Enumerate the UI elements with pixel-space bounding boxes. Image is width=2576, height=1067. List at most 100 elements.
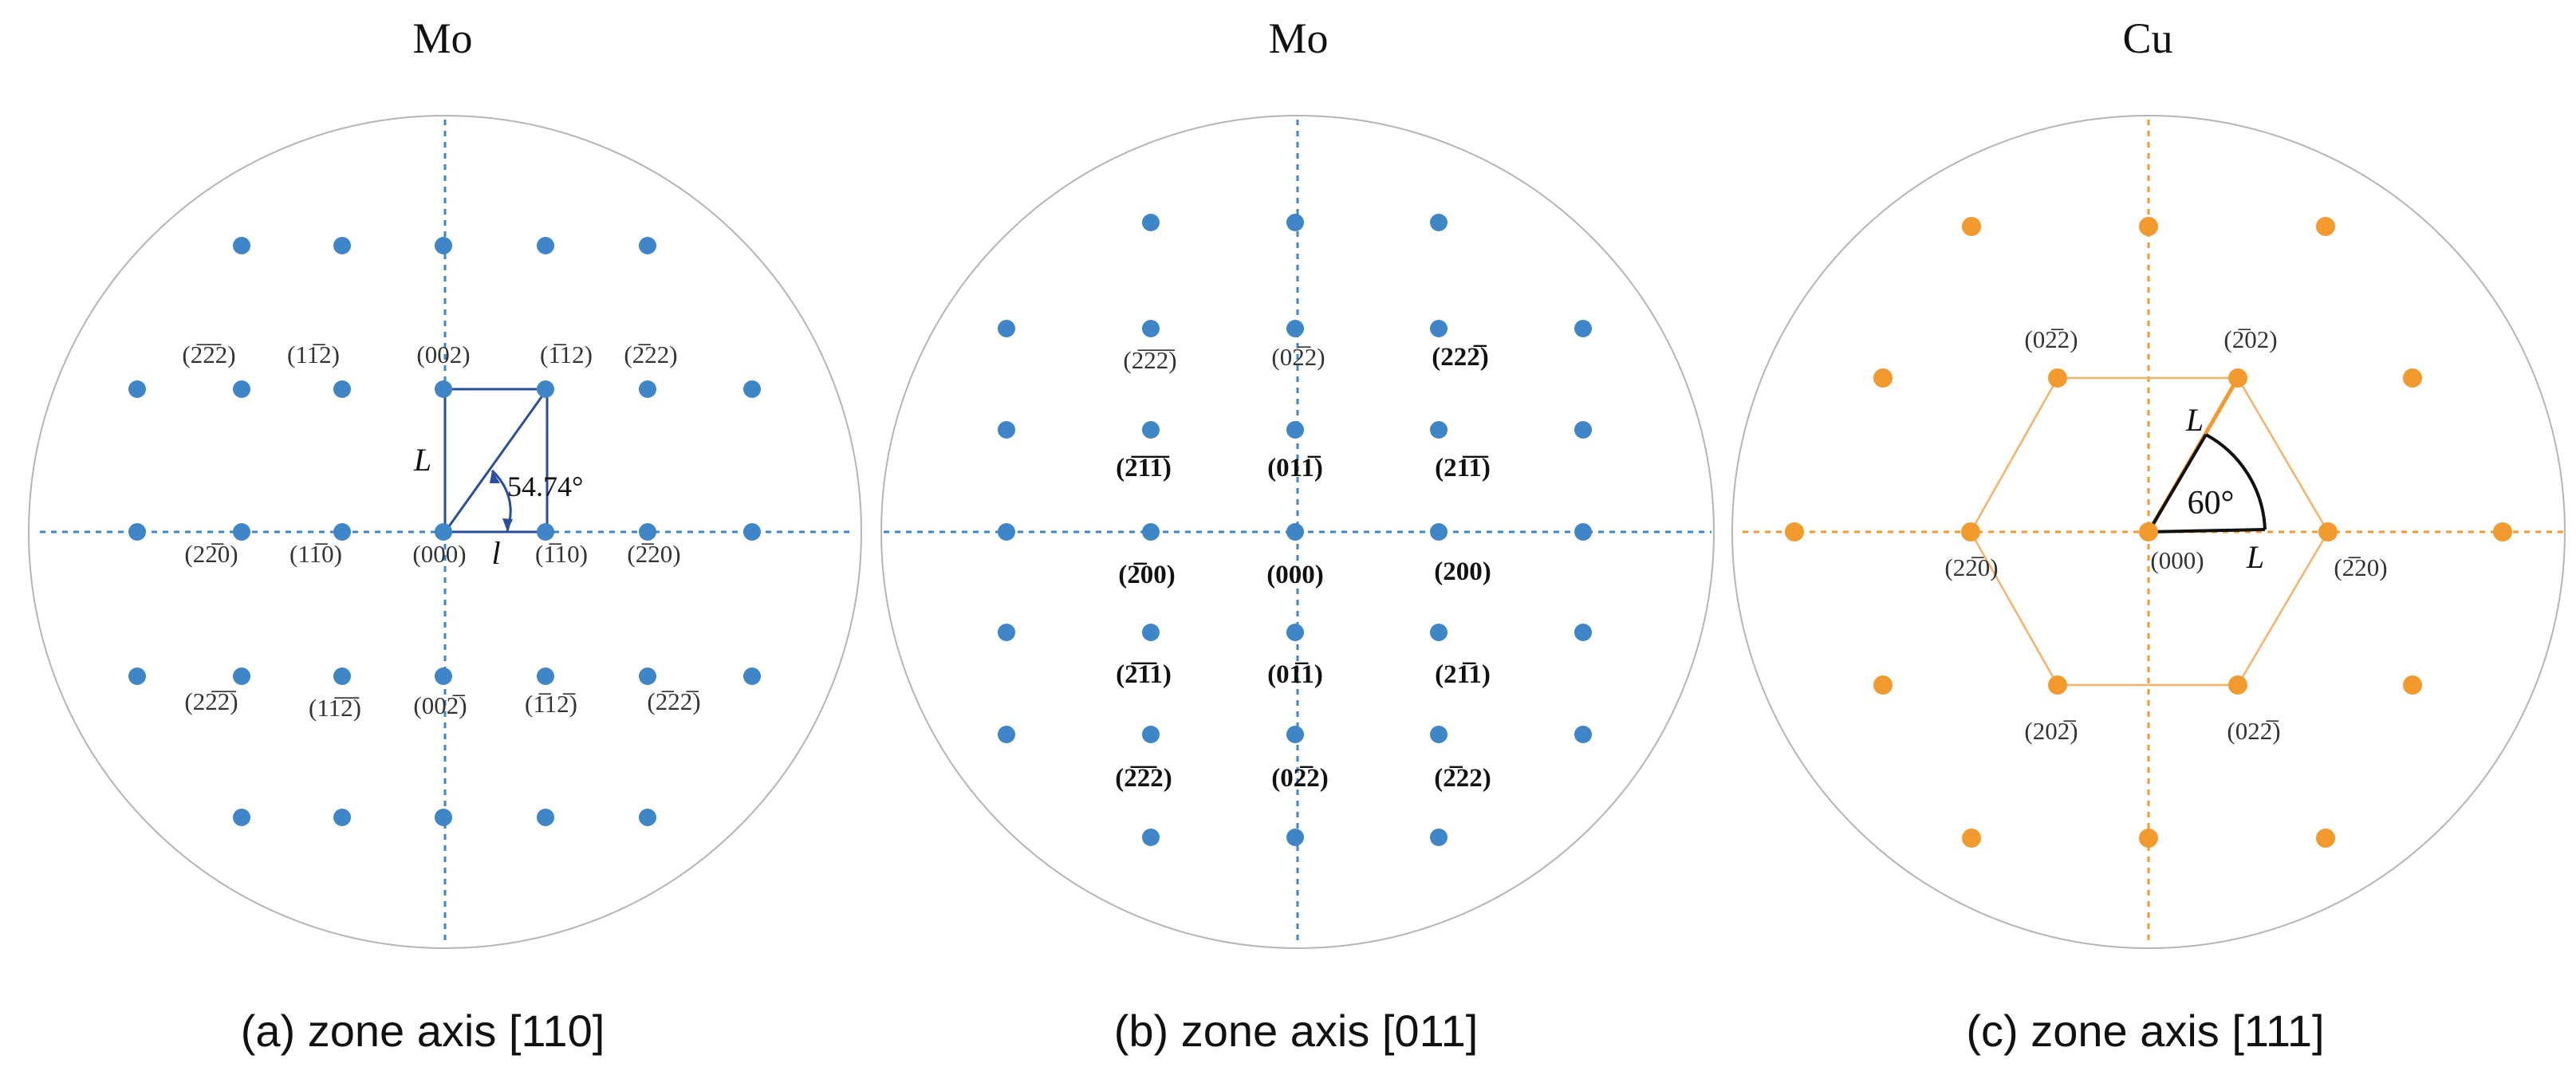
diffraction-spot xyxy=(998,320,1015,337)
panel-a-label: (000) xyxy=(412,540,466,568)
panel-b-label: (2̅2̅2̅) xyxy=(1123,346,1176,374)
diffraction-spot xyxy=(2493,522,2512,541)
diffraction-spot xyxy=(639,523,656,541)
diffraction-spot xyxy=(1142,214,1160,231)
panel-c-caption: (c) zone axis [111] xyxy=(1966,1006,2324,1056)
panel-b-label: (2̅1̅1) xyxy=(1116,660,1172,689)
panel-c-label: (022̅) xyxy=(2227,717,2280,745)
diffraction-spot xyxy=(1286,624,1304,641)
diffraction-spot xyxy=(2228,675,2247,695)
panel-a-L-label: L xyxy=(413,442,431,478)
panel-b: Mo (2̅2̅2̅) (02̅2) (222̅) (2̅1̅1̅) (011̅… xyxy=(880,14,1715,1056)
diffraction-spot xyxy=(1286,726,1304,743)
panel-a-label: (11̅2) xyxy=(287,341,340,368)
diffraction-spot xyxy=(233,523,250,541)
diffraction-spot xyxy=(233,380,250,398)
diffraction-spot xyxy=(537,523,554,541)
panel-a-label: (2̅20) xyxy=(627,540,680,568)
diffraction-spot xyxy=(1962,217,1981,236)
diffraction-spot xyxy=(743,380,761,398)
diffraction-spot xyxy=(1430,829,1448,846)
panel-b-label: (2̅2̅2) xyxy=(1115,764,1172,793)
panel-a: Mo (2̅2̅2) (11̅2) (002) (1̅12) (2̅22) (2… xyxy=(28,14,862,1056)
diffraction-spot xyxy=(1430,726,1448,743)
panel-a-label: (22̅2̅) xyxy=(184,687,238,715)
diffraction-spot xyxy=(743,523,761,541)
panel-a-label: (2̅22) xyxy=(624,341,677,368)
panel-a-label: (002) xyxy=(416,341,470,368)
panel-b-label: (21̅1̅) xyxy=(1435,454,1491,482)
diffraction-spot xyxy=(1430,523,1448,541)
panel-c-L2-label: L xyxy=(2246,539,2264,575)
diffraction-spot xyxy=(1286,829,1304,846)
panel-a-angle-label: 54.74° xyxy=(507,471,583,502)
diffraction-spot xyxy=(1430,214,1448,231)
panel-a-labels: (2̅2̅2) (11̅2) (002) (1̅12) (2̅22) (22̅0… xyxy=(182,341,700,722)
diffraction-spot xyxy=(128,523,146,541)
panel-a-spots xyxy=(128,237,761,826)
panel-b-label: (222̅) xyxy=(1432,343,1488,372)
diffraction-spot xyxy=(998,421,1015,439)
panel-a-arrow-head-top xyxy=(490,471,500,483)
diffraction-spot xyxy=(435,523,452,541)
diffraction-spot xyxy=(1574,421,1592,439)
diffraction-spot xyxy=(537,237,554,254)
diffraction-spot xyxy=(1286,320,1304,337)
diffraction-spot xyxy=(1574,726,1592,743)
panel-c: Cu (02̅2) (2̅02) (22̅0) (000) (2̅20) (20… xyxy=(1731,14,2566,1056)
diffraction-spot xyxy=(333,380,351,398)
panel-a-label: (1̅12) xyxy=(540,341,593,368)
diffraction-spot xyxy=(435,809,452,826)
panel-c-angle-label: 60° xyxy=(2188,485,2235,522)
panel-a-label: (2̅22̅) xyxy=(647,687,700,715)
panel-b-label: (01̅1) xyxy=(1267,660,1323,689)
panel-b-label: (011̅) xyxy=(1267,454,1323,482)
diffraction-spot xyxy=(435,237,452,254)
panel-c-label: (2̅02) xyxy=(2223,325,2277,353)
panel-c-title: Cu xyxy=(2122,14,2172,62)
diffraction-spot xyxy=(1962,829,1981,848)
diffraction-spot xyxy=(2139,217,2158,236)
panel-a-label: (1̅10) xyxy=(535,540,588,568)
panel-a-unit-cell xyxy=(443,388,549,534)
diffraction-spot xyxy=(1430,421,1448,439)
diffraction-spot xyxy=(2318,522,2338,541)
diffraction-spot xyxy=(998,523,1015,541)
panel-c-vector-L1 xyxy=(2147,433,2208,534)
diffraction-spot xyxy=(1142,726,1160,743)
panel-c-label: (02̅2) xyxy=(2024,325,2078,353)
diffraction-spot xyxy=(1286,214,1304,231)
panel-b-label: (2̅00) xyxy=(1118,561,1175,589)
diffraction-spot xyxy=(1430,320,1448,337)
diffraction-spot xyxy=(2403,675,2422,695)
panel-b-labels: (2̅2̅2̅) (02̅2) (222̅) (2̅1̅1̅) (011̅) (… xyxy=(1115,343,1491,793)
diffraction-spot xyxy=(1574,523,1592,541)
panel-c-labels: (02̅2) (2̅02) (22̅0) (000) (2̅20) (202̅)… xyxy=(1944,325,2387,745)
diffraction-spot xyxy=(1961,522,1980,541)
diffraction-spot xyxy=(435,667,452,685)
diffraction-spot xyxy=(1430,624,1448,641)
diffraction-spot xyxy=(2048,675,2067,695)
panel-b-label: (21̅1) xyxy=(1435,660,1491,689)
panel-a-l-label: l xyxy=(491,535,500,571)
diffraction-spot xyxy=(2228,368,2247,388)
diffraction-spot xyxy=(1286,523,1304,541)
diffraction-spot xyxy=(639,237,656,254)
diffraction-spot xyxy=(128,667,146,685)
diffraction-spot xyxy=(639,809,656,826)
diffraction-spot xyxy=(537,380,554,398)
diffraction-spot xyxy=(1574,624,1592,641)
panel-c-spots xyxy=(1785,217,2512,848)
diffraction-spot xyxy=(435,380,452,398)
panel-b-label: (2̅1̅1̅) xyxy=(1116,454,1172,482)
panel-c-vector-L2 xyxy=(2148,528,2266,534)
panel-b-boundary-circle xyxy=(880,115,1715,949)
panel-c-label: (000) xyxy=(2150,546,2204,574)
diffraction-spot xyxy=(2316,217,2335,236)
panel-b-label: (02̅2) xyxy=(1271,343,1325,371)
diffraction-spot xyxy=(2316,829,2335,848)
panel-b-label: (02̅2) xyxy=(1271,764,1328,793)
panel-c-boundary-circle xyxy=(1731,115,2566,949)
panel-b-caption: (b) zone axis [011] xyxy=(1114,1006,1479,1056)
